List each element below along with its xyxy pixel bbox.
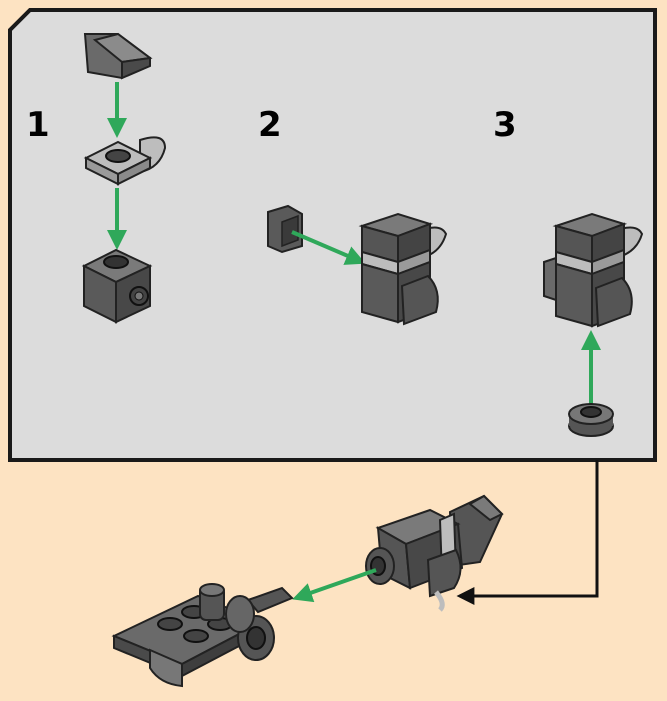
step-number-2: 2 (258, 105, 282, 145)
step-1-brick-with-stud (81, 248, 153, 324)
final-camera-assembly (365, 494, 504, 612)
step-3-round-plate (568, 403, 614, 437)
connector-arrow (456, 460, 599, 605)
step-2-sub-assembly (358, 212, 448, 326)
step-number-3: 3 (493, 105, 517, 145)
steps-panel (8, 8, 657, 462)
step-1-slope-brick (83, 32, 153, 80)
final-hinge-base-plate (111, 583, 294, 688)
step-number-1: 1 (26, 105, 50, 145)
step-2-arrow (291, 230, 366, 265)
step-3-sub-assembly (543, 212, 644, 328)
final-arrow (292, 568, 377, 603)
step-1-plate-with-clip (83, 136, 167, 186)
step-2-clip-bracket (267, 204, 303, 254)
